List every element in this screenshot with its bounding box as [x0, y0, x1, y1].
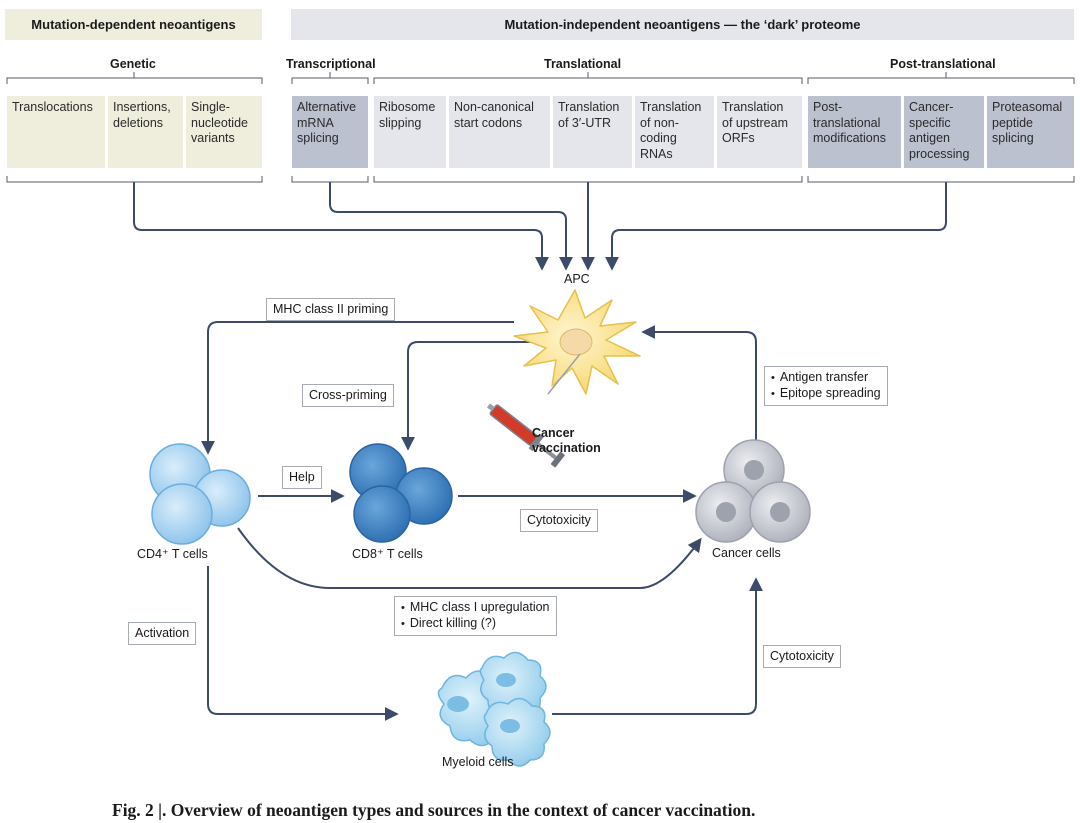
figure-caption: Fig. 2 |. Overview of neoantigen types a…	[112, 800, 756, 820]
label-mhc-i-upregulation-box: MHC class I upregulation Direct killing …	[394, 596, 557, 636]
mutation-independent-header: Mutation-independent neoantigens — the ‘…	[291, 9, 1074, 40]
box-insertions-deletions: Insertions, deletions	[108, 96, 183, 168]
mutation-independent-header-text: Mutation-independent neoantigens — the ‘…	[504, 17, 861, 32]
source-arrows	[133, 182, 947, 271]
box-post-translational-modifications: Post-translational modifications	[808, 96, 901, 168]
label-epitope-spreading: Epitope spreading	[771, 386, 881, 402]
box-alternative-splicing: Alternative mRNA splicing	[292, 96, 368, 168]
label-mhc-class-ii-priming: MHC class II priming	[266, 298, 396, 321]
box-proteasomal-splicing: Proteasomal peptide splicing	[987, 96, 1074, 168]
box-single-nucleotide-variants: Single-nucleotide variants	[186, 96, 262, 168]
cancer-vaccination-label: Cancer vaccination	[532, 426, 601, 456]
box-translocations: Translocations	[7, 96, 105, 168]
syringe-icon	[486, 353, 581, 468]
myeloid-cells	[437, 651, 551, 767]
box-ribosome-slipping: Ribosome slipping	[374, 96, 446, 168]
myeloid-label: Myeloid cells	[442, 755, 514, 769]
box-noncanonical-start: Non-canonical start codons	[449, 96, 550, 168]
label-antigen-transfer: Antigen transfer	[771, 370, 881, 386]
cd4-t-cells	[149, 443, 251, 545]
label-antigen-transfer-box: Antigen transfer Epitope spreading	[764, 366, 888, 406]
cancer-cells	[695, 439, 811, 543]
apc-label: APC	[564, 272, 590, 286]
mutation-dependent-header-text: Mutation-dependent neoantigens	[31, 17, 236, 32]
interaction-arrows	[201, 321, 763, 721]
label-cytotoxicity-cd8: Cytotoxicity	[520, 509, 598, 532]
vaccination-line-2: vaccination	[532, 441, 601, 455]
box-translation-3utr: Translation of 3′-UTR	[553, 96, 632, 168]
label-help: Help	[282, 466, 322, 489]
cd4-label: CD4⁺ T cells	[137, 547, 208, 561]
category-brackets	[6, 72, 1075, 183]
label-direct-killing: Direct killing (?)	[401, 616, 550, 632]
cancer-cells-label: Cancer cells	[712, 546, 781, 560]
label-cross-priming: Cross-priming	[302, 384, 394, 407]
cd8-t-cells	[349, 443, 453, 543]
mutation-dependent-header: Mutation-dependent neoantigens	[5, 9, 262, 40]
label-cytotoxicity-myeloid: Cytotoxicity	[763, 645, 841, 668]
category-genetic: Genetic	[110, 57, 156, 71]
box-translation-upstream-orfs: Translation of upstream ORFs	[717, 96, 802, 168]
label-activation: Activation	[128, 622, 197, 645]
category-post-translational: Post-translational	[890, 57, 996, 71]
cd8-label: CD8⁺ T cells	[352, 547, 423, 561]
box-cancer-specific-processing: Cancer-specific antigen processing	[904, 96, 984, 168]
vaccination-line-1: Cancer	[532, 426, 575, 440]
apc-cell	[513, 289, 641, 395]
category-translational: Translational	[544, 57, 622, 71]
label-mhc-i-upregulation: MHC class I upregulation	[401, 600, 550, 616]
category-transcriptional: Transcriptional	[286, 57, 376, 71]
box-translation-noncoding: Translation of non-coding RNAs	[635, 96, 714, 168]
